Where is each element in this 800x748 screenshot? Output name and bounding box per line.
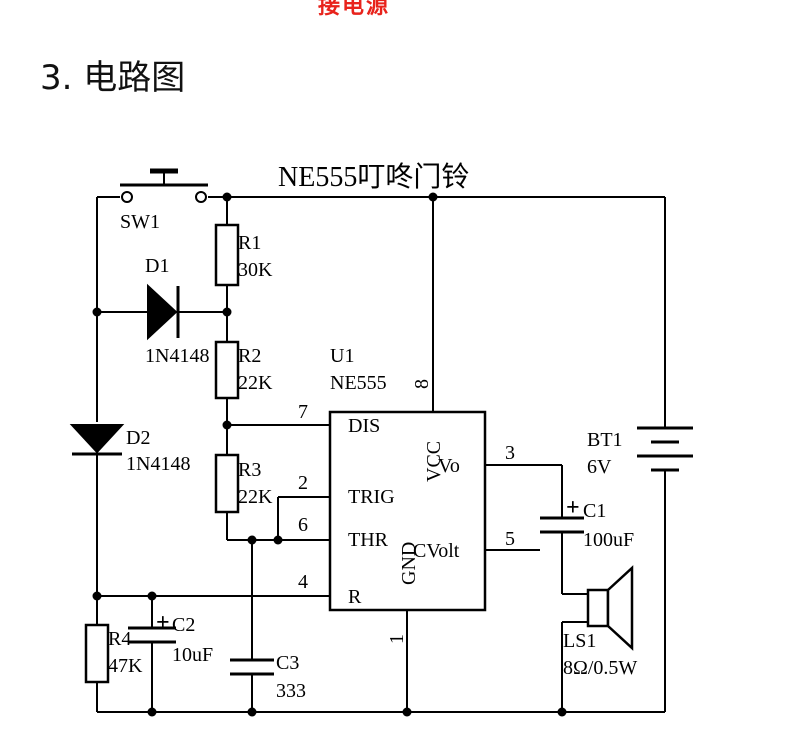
r1-ref: R1 xyxy=(238,232,261,254)
c3-value: 333 xyxy=(276,680,306,702)
r3-value: 22K xyxy=(238,486,273,508)
c2-ref: C2 xyxy=(172,614,195,636)
ls1-value: 8Ω/0.5W xyxy=(563,657,637,679)
pin-label-dis: DIS xyxy=(348,415,380,437)
pin-number-6: 6 xyxy=(298,514,308,536)
pin-number-3: 3 xyxy=(505,442,515,464)
pin-label-reset: R xyxy=(348,586,362,608)
speaker-ls1 xyxy=(586,565,634,651)
r3-ref: R3 xyxy=(238,459,261,481)
u1-ref: U1 xyxy=(330,345,354,367)
pin-number-7: 7 xyxy=(298,401,308,423)
ic-u1-ne555 xyxy=(328,410,487,612)
pin-number-8: 8 xyxy=(411,379,433,389)
pin-number-4: 4 xyxy=(298,571,308,593)
d1-ref: D1 xyxy=(145,255,169,277)
d2-value: 1N4148 xyxy=(126,453,190,475)
pin-label-trig: TRIG xyxy=(348,486,395,508)
c1-ref: C1 xyxy=(583,500,606,522)
r4-ref: R4 xyxy=(108,628,131,650)
diode-d2 xyxy=(69,424,125,456)
pushbutton-sw1: SW1 xyxy=(120,168,208,233)
pin-label-gnd: GND xyxy=(398,542,420,585)
u1-value: NE555 xyxy=(330,372,387,394)
resistor-r2 xyxy=(214,340,240,400)
bt1-value: 6V xyxy=(587,456,612,478)
capacitor-c3 xyxy=(230,658,274,676)
resistor-r1 xyxy=(214,223,240,287)
pin-label-thr: THR xyxy=(348,529,389,551)
resistor-r3 xyxy=(214,453,240,514)
pin-label-vo: Vo xyxy=(438,455,460,477)
r1-value: 30K xyxy=(238,259,273,281)
d1-value: 1N4148 xyxy=(145,345,209,367)
resistor-r4 xyxy=(84,623,110,684)
diode-d1 xyxy=(147,283,180,341)
schematic-title: NE555叮咚门铃 xyxy=(278,161,469,193)
r2-value: 22K xyxy=(238,372,273,394)
capacitor-c1 xyxy=(540,516,584,534)
pin-number-5: 5 xyxy=(505,528,515,550)
top-cut-text: 接电源 xyxy=(318,0,391,19)
sw1-label: SW1 xyxy=(120,211,160,233)
section-heading: 3. 电路图 xyxy=(40,58,186,98)
battery-bt1 xyxy=(637,426,693,472)
c2-value: 10uF xyxy=(172,644,213,666)
r2-ref: R2 xyxy=(238,345,261,367)
pin-label-cvolt: CVolt xyxy=(413,540,460,562)
pin-number-1: 1 xyxy=(386,634,408,644)
pin-label-vcc: VCC xyxy=(423,441,445,482)
capacitor-c2 xyxy=(128,626,176,644)
r4-value: 47K xyxy=(108,655,143,677)
c1-polarity-mark: + xyxy=(566,495,580,521)
ls1-ref: LS1 xyxy=(563,630,596,652)
junction-dots xyxy=(92,192,567,717)
bt1-ref: BT1 xyxy=(587,429,623,451)
c1-value: 100uF xyxy=(583,529,634,551)
c3-ref: C3 xyxy=(276,652,299,674)
c2-polarity-mark: + xyxy=(156,610,170,636)
d2-ref: D2 xyxy=(126,427,150,449)
pin-number-2: 2 xyxy=(298,472,308,494)
